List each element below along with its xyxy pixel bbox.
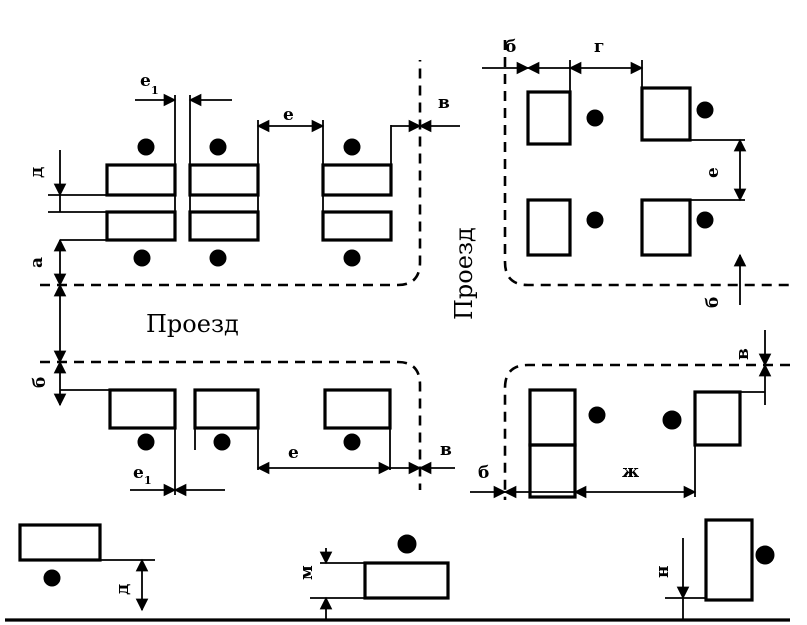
dim-label-d: д <box>27 167 47 178</box>
machine <box>188 210 260 242</box>
operator-icon <box>343 138 361 156</box>
svg-text:1: 1 <box>144 474 152 487</box>
operator-icon <box>43 569 61 587</box>
dim-label-n: н <box>653 566 673 578</box>
dim-label-e1-bottom: е <box>133 463 144 483</box>
operator-icon <box>696 101 714 119</box>
machine <box>108 388 177 430</box>
road-edge-bottom-right <box>503 363 790 500</box>
dim-label-zh: ж <box>622 462 639 482</box>
top-right-block: б г е б <box>482 37 747 308</box>
machine <box>105 210 177 242</box>
road-edge-bottom-left <box>40 360 422 490</box>
machine <box>526 198 572 257</box>
dim-label-e: е <box>283 105 294 125</box>
dim-label-v: в <box>438 93 450 113</box>
machine <box>193 388 260 430</box>
operator-icon <box>343 249 361 267</box>
road-edge-top-right <box>503 40 790 287</box>
operator-icon <box>137 138 155 156</box>
operator-icon <box>662 410 682 430</box>
road-label-vertical: Проезд <box>450 227 478 320</box>
operator-icon <box>586 109 604 127</box>
dim-label-b-left: б <box>30 377 50 388</box>
top-left-block: е 1 е в д а <box>27 71 460 287</box>
dim-label-b-bottom-right: б <box>478 463 489 483</box>
dim-label-b-vertical: б <box>703 297 723 308</box>
operator-icon <box>209 138 227 156</box>
operator-icon <box>343 433 361 451</box>
operator-icon <box>137 433 155 451</box>
bottom-right-block: б ж в <box>470 330 772 499</box>
operator-icon <box>397 534 417 554</box>
machine <box>323 388 392 430</box>
dim-label-m: м <box>297 565 317 580</box>
bottom-left-block: б е в е 1 <box>30 360 455 497</box>
machine <box>321 210 393 242</box>
road-label-horizontal: Проезд <box>146 310 239 338</box>
machine <box>188 163 260 197</box>
road-edges <box>40 40 790 500</box>
machine <box>640 86 692 142</box>
machine <box>640 198 692 257</box>
operator-icon <box>133 249 151 267</box>
operator-icon <box>213 433 231 451</box>
dim-label-g: г <box>594 37 604 57</box>
dim-label-b: б <box>505 37 516 57</box>
road-edge-top-left <box>40 60 422 287</box>
dim-label-e-bottom: е <box>288 443 299 463</box>
machine <box>528 388 577 447</box>
operator-icon <box>755 545 775 565</box>
dim-label-e-vertical: е <box>703 167 723 178</box>
machine <box>704 518 754 602</box>
machine <box>693 390 742 447</box>
machine <box>18 523 102 562</box>
operator-icon <box>209 249 227 267</box>
operator-icon <box>696 211 714 229</box>
dim-label-v-right: в <box>733 348 753 360</box>
operator-icon <box>586 211 604 229</box>
machine <box>321 163 393 197</box>
dim-label-v-bottom: в <box>440 440 452 460</box>
dim-label-d-example: д <box>113 584 133 595</box>
machine <box>526 90 572 146</box>
dim-label-e1: е <box>140 71 151 91</box>
machine <box>363 561 450 600</box>
machine <box>528 443 577 499</box>
bottom-examples: д м н <box>5 518 790 622</box>
operator-icon <box>588 406 606 424</box>
dim-label-a: а <box>27 257 47 268</box>
machine <box>105 163 177 197</box>
dim-label-e1-sub: 1 <box>151 84 159 97</box>
